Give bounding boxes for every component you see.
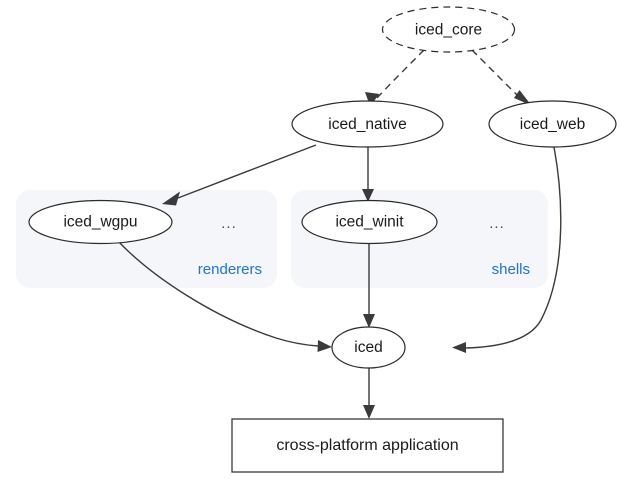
cluster-renderers-ellipsis: ... [221, 215, 237, 232]
edge-iced-core-to-iced-native [365, 49, 425, 106]
node-iced[interactable]: iced [331, 326, 406, 369]
node-iced-native-label: iced_native [328, 116, 406, 133]
node-iced-native[interactable]: iced_native [291, 100, 444, 148]
node-iced-web[interactable]: iced_web [488, 100, 617, 148]
node-iced-wgpu-label: iced_wgpu [63, 214, 137, 231]
node-iced-core[interactable]: iced_core [381, 6, 516, 53]
edge-iced-web-to-iced [452, 146, 562, 353]
edge-iced-native-to-iced-winit [362, 147, 374, 202]
cluster-shells-ellipsis: ... [489, 215, 505, 232]
node-iced-wgpu[interactable]: iced_wgpu [28, 199, 173, 245]
node-application-label: cross-platform application [276, 437, 458, 454]
node-iced-core-label: iced_core [415, 22, 482, 39]
edge-iced-winit-to-iced [363, 243, 375, 328]
node-iced-label: iced [354, 339, 382, 356]
node-cross-platform-application[interactable]: cross-platform application [231, 418, 504, 473]
edge-iced-core-to-iced-web [471, 49, 532, 106]
node-iced-web-label: iced_web [520, 116, 586, 133]
edge-iced-wgpu-to-iced [117, 240, 332, 352]
node-iced-winit[interactable]: iced_winit [301, 199, 438, 245]
edge-iced-to-application [363, 368, 375, 419]
cluster-renderers-label: renderers [198, 261, 262, 278]
edge-iced-native-to-iced-wgpu [162, 144, 317, 206]
cluster-shells-label: shells [492, 261, 530, 278]
node-iced-winit-label: iced_winit [335, 214, 404, 231]
